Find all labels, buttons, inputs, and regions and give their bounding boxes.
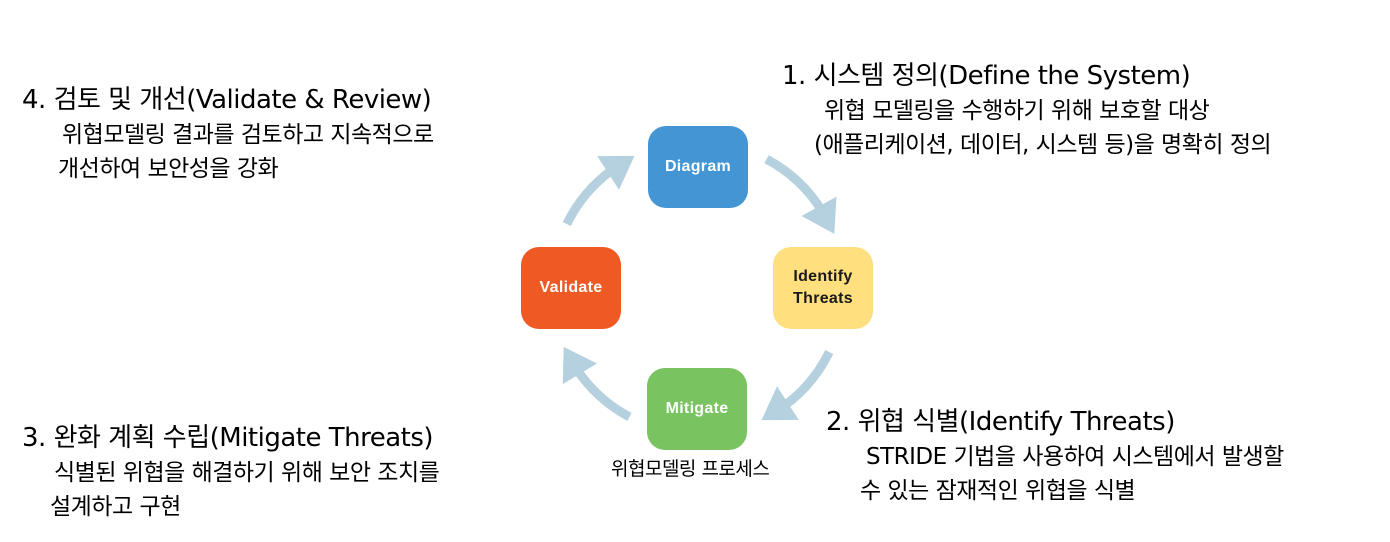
cycle-node-validate-label: Validate — [539, 279, 603, 296]
step-3-description-line-2: 설계하고 구현 — [50, 494, 181, 520]
step-2-description-line-2: 수 있는 잠재적인 위협을 식별 — [860, 478, 1136, 504]
step-1-define-system: 1. 시스템 정의(Define the System) 위협 모델링을 수행하… — [782, 58, 1272, 162]
step-2-identify-threats: 2. 위협 식별(Identify Threats) STRIDE 기법을 사용… — [826, 404, 1284, 508]
step-3-description-line-1: 식별된 위협을 해결하기 위해 보안 조치를 — [54, 460, 440, 486]
step-4-description-line-1: 위협모델링 결과를 검토하고 지속적으로 — [62, 122, 434, 148]
step-1-description-line-1: 위협 모델링을 수행하기 위해 보호할 대상 — [824, 98, 1210, 124]
step-3-mitigate-threats: 3. 완화 계획 수립(Mitigate Threats) 식별된 위협을 해결… — [22, 420, 440, 524]
arrow-identify-to-mitigate-shaft — [781, 349, 834, 410]
arrow-diagram-to-identify-head — [801, 196, 837, 234]
arrow-validate-to-diagram-shaft — [562, 166, 615, 227]
step-4-validate-review: 4. 검토 및 개선(Validate & Review) 위협모델링 결과를 … — [22, 82, 434, 186]
arrow-identify-to-mitigate-head — [761, 386, 799, 421]
arrow-diagram-to-identify-shaft — [764, 155, 826, 214]
cycle-node-mitigate-label: Mitigate — [665, 400, 729, 417]
identify-line-2: Threats — [793, 290, 853, 307]
step-4-heading: 4. 검토 및 개선(Validate & Review) — [22, 85, 432, 115]
step-3-heading: 3. 완화 계획 수립(Mitigate Threats) — [22, 423, 434, 453]
cycle-node-identify-threats-label: Identify Threats — [793, 266, 853, 310]
cycle-node-validate: Validate — [521, 247, 621, 329]
arrow-mitigate-to-validate-head — [562, 346, 598, 385]
arrow-mitigate-to-validate-shaft — [573, 367, 632, 421]
step-1-heading: 1. 시스템 정의(Define the System) — [782, 61, 1191, 91]
cycle-node-mitigate: Mitigate — [647, 368, 747, 450]
cycle-node-identify-threats: Identify Threats — [773, 247, 873, 329]
step-1-description-line-2: (애플리케이션, 데이터, 시스템 등)을 명확히 정의 — [814, 132, 1272, 158]
arrow-validate-to-diagram-head — [597, 155, 635, 190]
step-2-heading: 2. 위협 식별(Identify Threats) — [826, 407, 1175, 437]
identify-line-1: Identify — [793, 268, 853, 285]
cycle-node-diagram: Diagram — [648, 126, 748, 208]
diagram-caption: 위협모델링 프로세스 — [611, 458, 770, 480]
step-4-description-line-2: 개선하여 보안성을 강화 — [58, 156, 279, 182]
step-2-description-line-1: STRIDE 기법을 사용하여 시스템에서 발생할 — [866, 444, 1284, 470]
cycle-node-diagram-label: Diagram — [664, 158, 732, 175]
